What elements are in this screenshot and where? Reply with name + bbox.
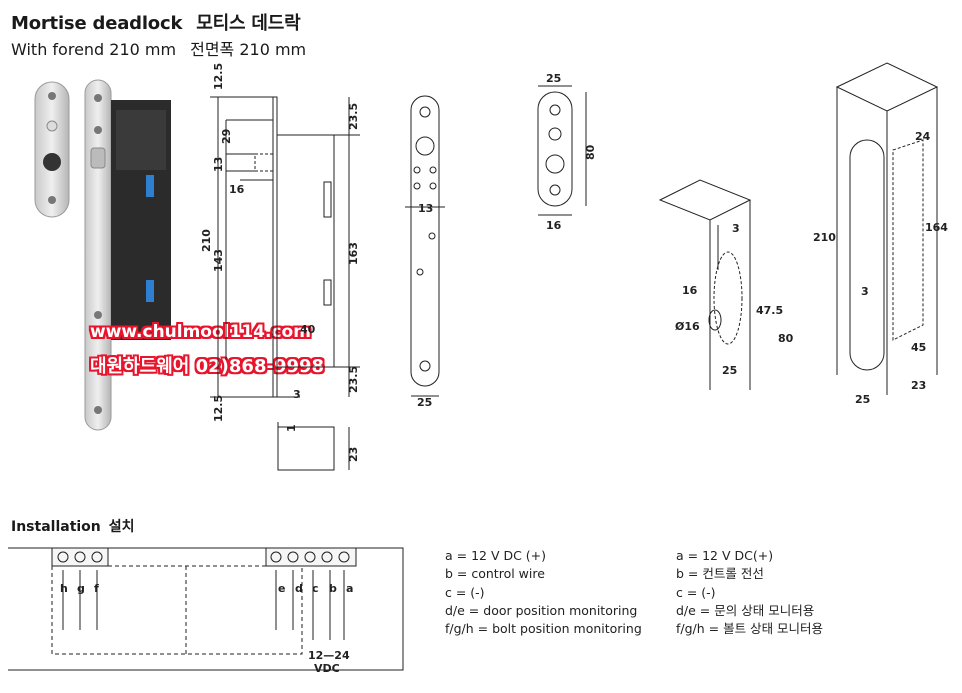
legend-en-item: b = control wire [445,566,545,582]
installation-title-en: Installation [11,519,101,535]
faceplate-width: 25 [417,396,432,409]
terminal-e: e [278,582,285,595]
legend-english: a = 12 V DC (+) b = control wire c = (-)… [445,547,642,638]
dim-t29: 29 [220,129,233,144]
legend-korean: a = 12 V DC(+) b = 컨트롤 전선 c = (-) d/e = … [676,547,823,638]
strike-width: 25 [546,72,561,85]
door-dia: Ø16 [675,320,700,333]
dim-body: 163 [347,242,360,265]
subtitle-english: With forend 210 mm [11,40,177,59]
dim-top-end: 23.5 [347,103,360,130]
box-b23: 23 [911,379,926,392]
power-unit: VDC [314,662,340,675]
legend-en-item: c = (-) [445,584,485,600]
terminal-h: h [60,582,68,595]
strike-bottom: 16 [546,219,562,232]
dim-c23: 23 [347,447,360,462]
terminal-c: c [312,582,319,595]
title-korean: 모티스 데드락 [196,13,301,34]
power-label: 12—24 [308,649,350,662]
installation-title-ko: 설치 [108,519,135,535]
box-t3: 3 [861,285,869,298]
terminal-g: g [77,582,85,595]
terminal-b: b [329,582,337,595]
door-b25: 25 [722,364,737,377]
dim-bottom: 12.5 [212,395,225,422]
door-h80: 80 [778,332,794,345]
box-w24: 24 [915,130,931,143]
door-h47: 47.5 [756,304,783,317]
faceplate-hole: 13 [418,202,433,215]
dim-top: 12.5 [212,63,225,90]
door-d16: 16 [682,284,698,297]
box-b25: 25 [855,393,870,406]
installation-title: Installation 설치 [11,516,135,536]
legend-en-item: d/e = door position monitoring [445,602,638,618]
watermark-phone: 대원하드웨어 02)868-9998 [90,356,325,377]
door-cutout-drawing: 3 16 Ø16 47.5 80 25 [658,179,794,390]
terminal-d: d [295,582,303,595]
cap-outline [277,426,335,471]
box-h164: 164 [925,221,948,234]
side-view-drawing: 12.5 29 13 16 210 143 163 23.5 23.5 12.5… [200,63,360,471]
box-d45: 45 [911,341,926,354]
legend-ko-item: a = 12 V DC(+) [676,548,774,563]
dim-bot-end: 23.5 [347,366,360,393]
title-english: Mortise deadlock [11,13,183,34]
watermark-url: www.chulmool114.com [90,322,311,342]
strike-plate-photo [34,81,70,218]
dim-t16: 16 [229,183,245,196]
dim-mid: 143 [212,249,225,272]
strike-height: 80 [584,144,597,160]
dim-b3: 3 [293,388,301,401]
dim-b40: 40 [300,323,316,336]
strike-drawing: 25 80 16 [537,72,597,232]
box-h210: 210 [813,231,836,244]
legend-ko-item: f/g/h = 볼트 상태 모니터용 [676,621,824,637]
dim-total: 210 [200,229,213,252]
box-cutout-drawing: 24 210 164 3 45 25 23 [813,62,948,406]
legend-ko-item: c = (-) [676,584,716,600]
product-photo [34,79,171,431]
door-t3: 3 [732,222,740,235]
terminal-a: a [346,582,353,595]
dim-c1: 1 [285,424,298,432]
page-subtitle: With forend 210 mm 전면폭 210 mm [11,36,306,60]
legend-en-item: a = 12 V DC (+) [445,548,547,563]
faceplate-drawing: 13 25 [405,95,445,409]
legend-ko-item: d/e = 문의 상태 모니터용 [676,602,815,618]
page-title: Mortise deadlock 모티스 데드락 [11,9,301,35]
dim-t13: 13 [212,157,225,172]
wiring-diagram: h g f e d c b a 12—24 VDC [8,547,404,675]
legend-en-item: f/g/h = bolt position monitoring [445,621,642,637]
lock-body-outline [276,134,335,368]
terminal-f: f [94,582,99,595]
subtitle-korean: 전면폭 210 mm [190,40,307,59]
legend-ko-item: b = 컨트롤 전선 [676,566,764,582]
